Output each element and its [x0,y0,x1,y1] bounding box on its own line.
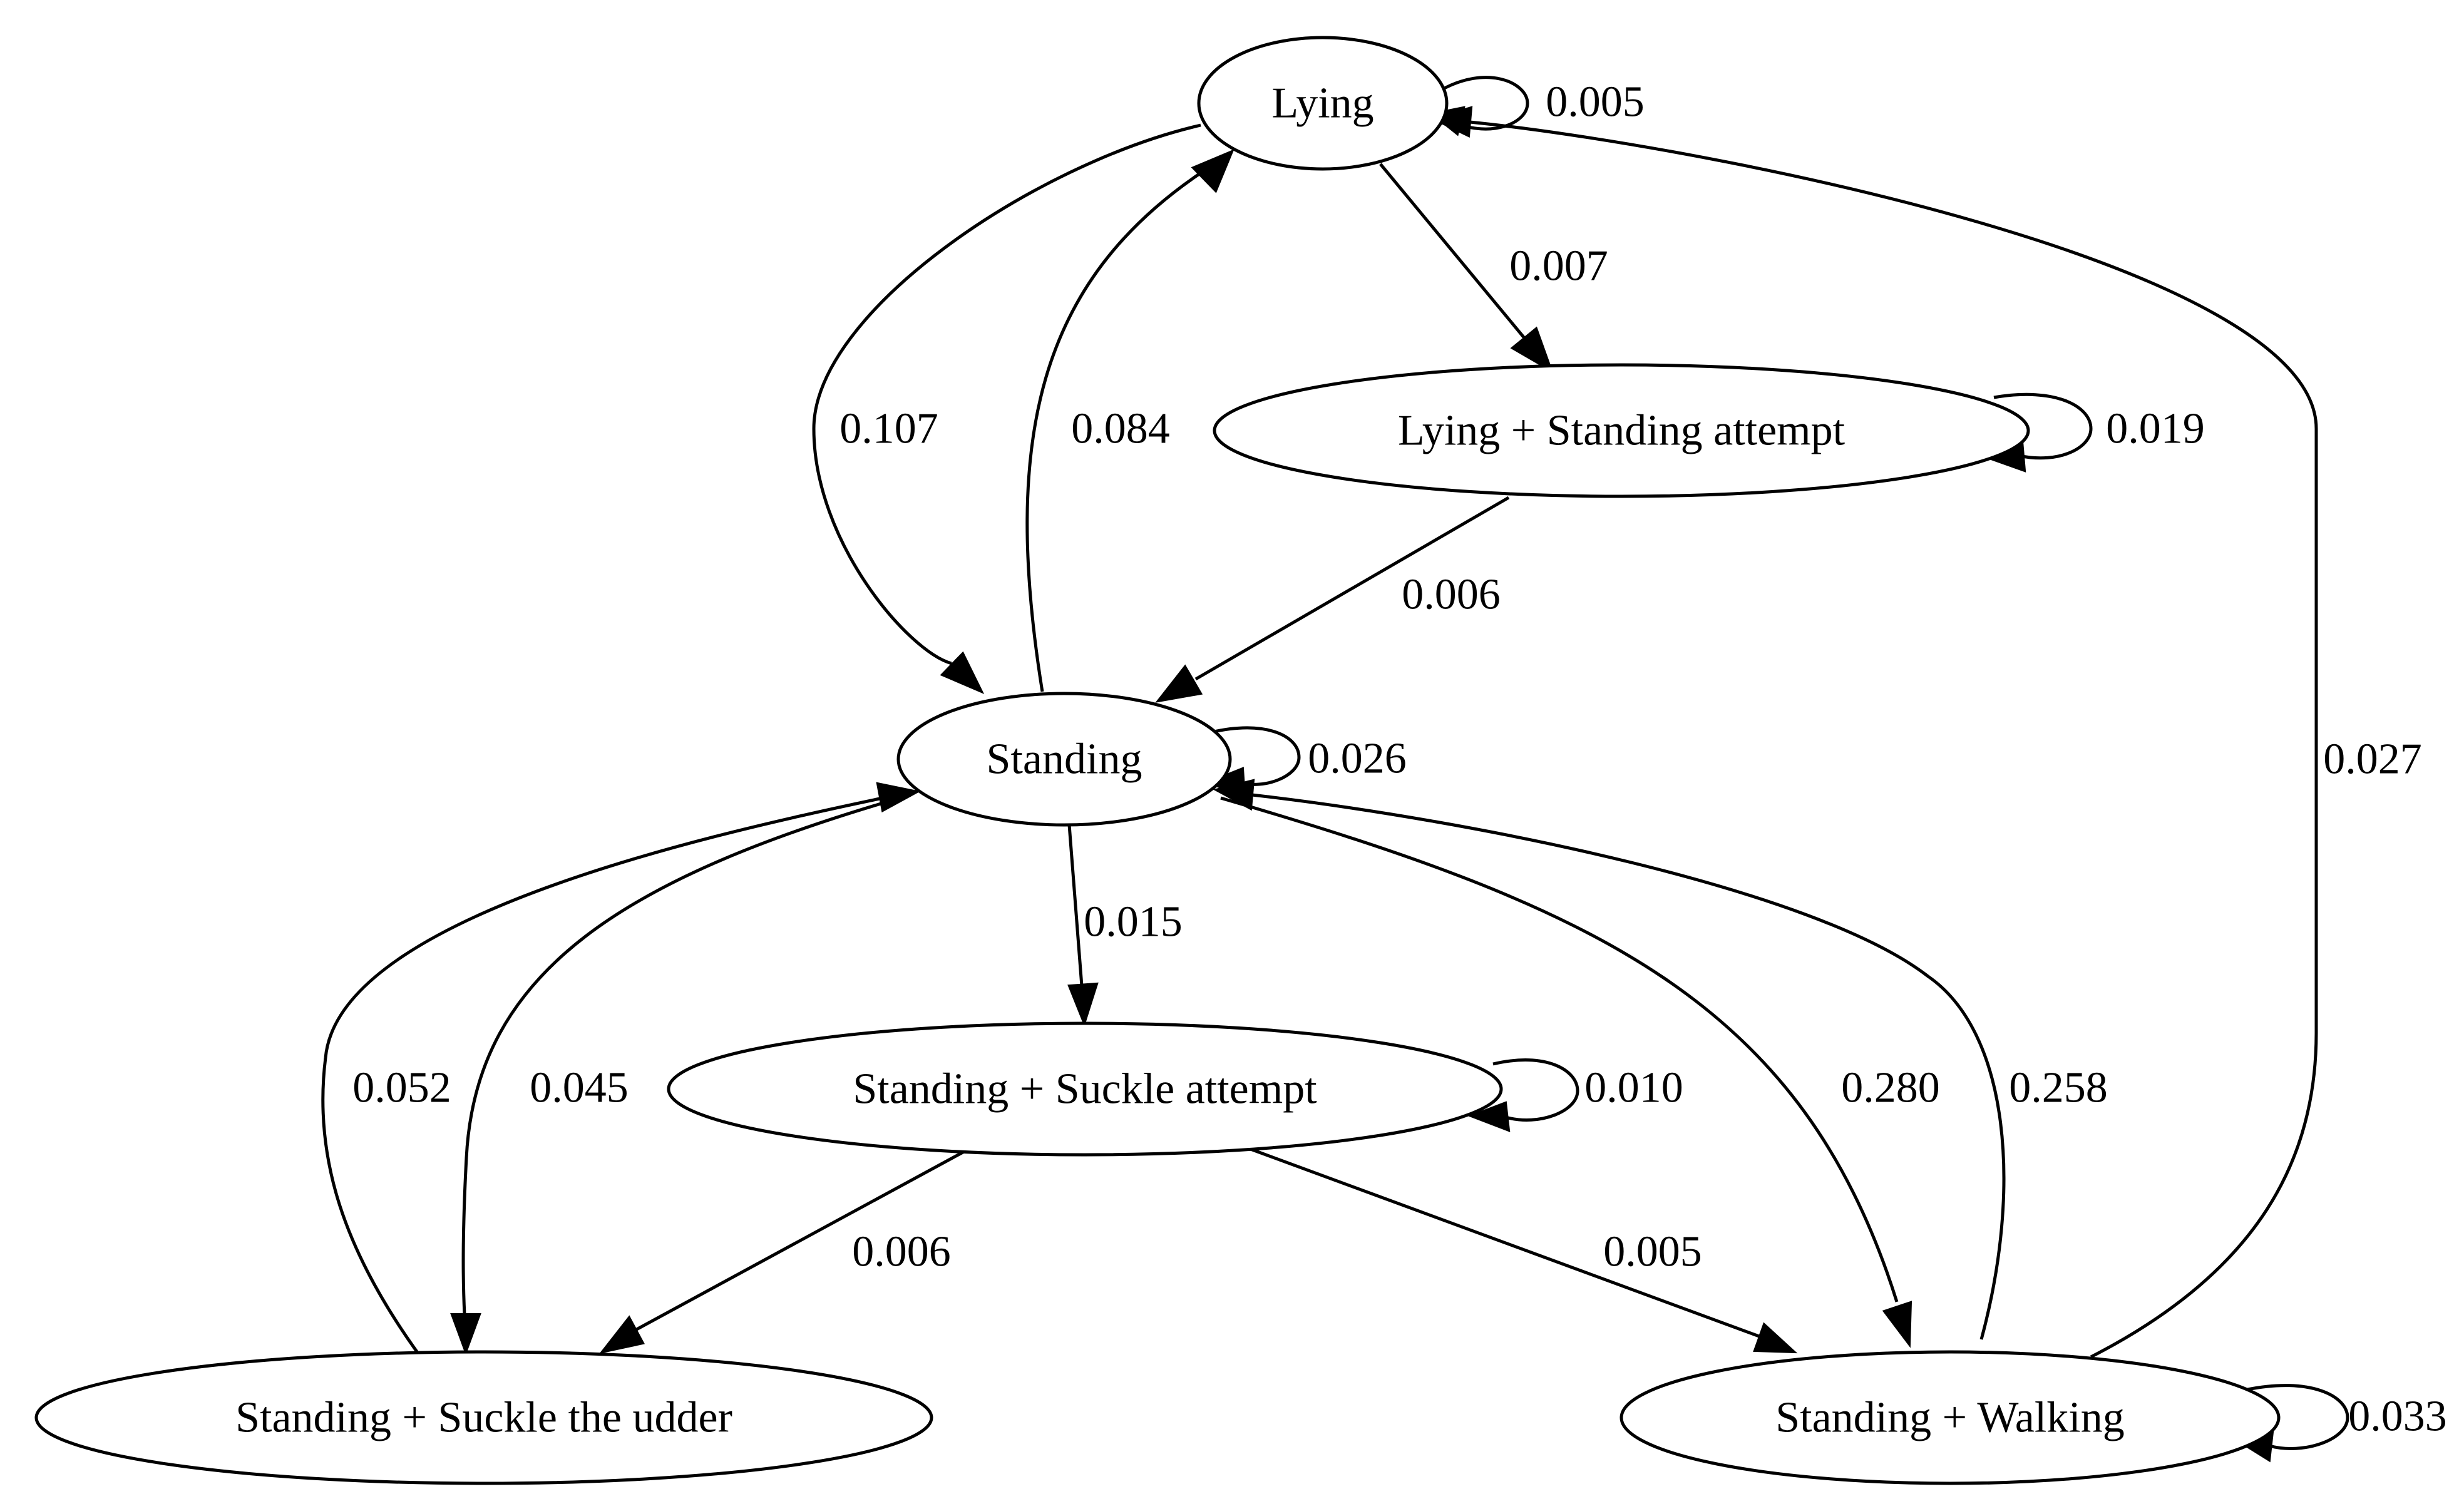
node-lying-label: Lying [1271,79,1373,128]
edge-suckle-attempt-to-walking [1248,1147,1798,1354]
edge-label-lying-attempt-to-standing: 0.006 [1402,571,1501,619]
edge-label-suckle-attempt-self: 0.010 [1584,1064,1683,1112]
node-lying-standing-attempt: Lying + Standing attempt [1213,363,2030,498]
edge-standing-to-lying [1025,149,1235,692]
node-standing-suckle-udder-label: Standing + Suckle the udder [235,1394,732,1442]
edge-label-standing-to-suckle-attempt: 0.015 [1084,898,1183,946]
node-standing-suckle-attempt: Standing + Suckle attempt [667,1021,1503,1157]
edge-lying-to-standing [812,123,1201,694]
edge-label-suckle-attempt-to-walking: 0.005 [1603,1228,1702,1276]
edge-walking-to-lying [1430,106,2318,1359]
edge-label-lying-attempt-self: 0.019 [2106,405,2205,453]
node-lying-standing-attempt-label: Lying + Standing attempt [1398,407,1845,455]
edge-label-standing-self: 0.026 [1308,735,1407,783]
edge-label-lying-self: 0.005 [1546,78,1645,126]
edge-lying-attempt-to-standing [1155,496,1510,703]
edge-label-walking-to-standing: 0.258 [2009,1064,2108,1112]
node-standing-label: Standing [987,735,1142,784]
edge-udder-to-standing [321,782,921,1358]
node-lying: Lying [1197,36,1449,171]
edge-label-udder-to-standing: 0.052 [352,1064,451,1112]
edge-label-walking-to-lying: 0.027 [2323,735,2422,784]
edge-suckle-attempt-self [1467,1058,1579,1133]
node-standing-walking: Standing + Walking [1620,1350,2281,1485]
edge-standing-to-suckle-attempt [1067,824,1099,1027]
node-standing-walking-label: Standing + Walking [1775,1394,2125,1442]
edge-walking-to-standing [1213,779,2006,1340]
edge-standing-to-walking [1220,796,1912,1348]
edge-label-suckle-attempt-to-udder: 0.006 [852,1228,951,1276]
edge-label-walking-self: 0.033 [2348,1393,2447,1441]
edge-suckle-attempt-to-udder [599,1150,965,1354]
edge-standing-to-udder [450,793,911,1356]
edge-label-lying-to-lying-attempt: 0.007 [1509,242,1608,290]
edge-label-standing-to-udder: 0.045 [530,1064,629,1112]
edge-lying-to-lying-attempt [1379,163,1554,374]
edge-label-lying-to-standing: 0.107 [839,405,938,453]
node-standing: Standing [896,692,1232,827]
node-standing-suckle-udder: Standing + Suckle the udder [34,1350,933,1485]
edge-label-standing-to-walking: 0.280 [1841,1064,1940,1112]
node-standing-suckle-attempt-label: Standing + Suckle attempt [853,1065,1317,1113]
edge-label-standing-to-lying: 0.084 [1071,405,1170,453]
